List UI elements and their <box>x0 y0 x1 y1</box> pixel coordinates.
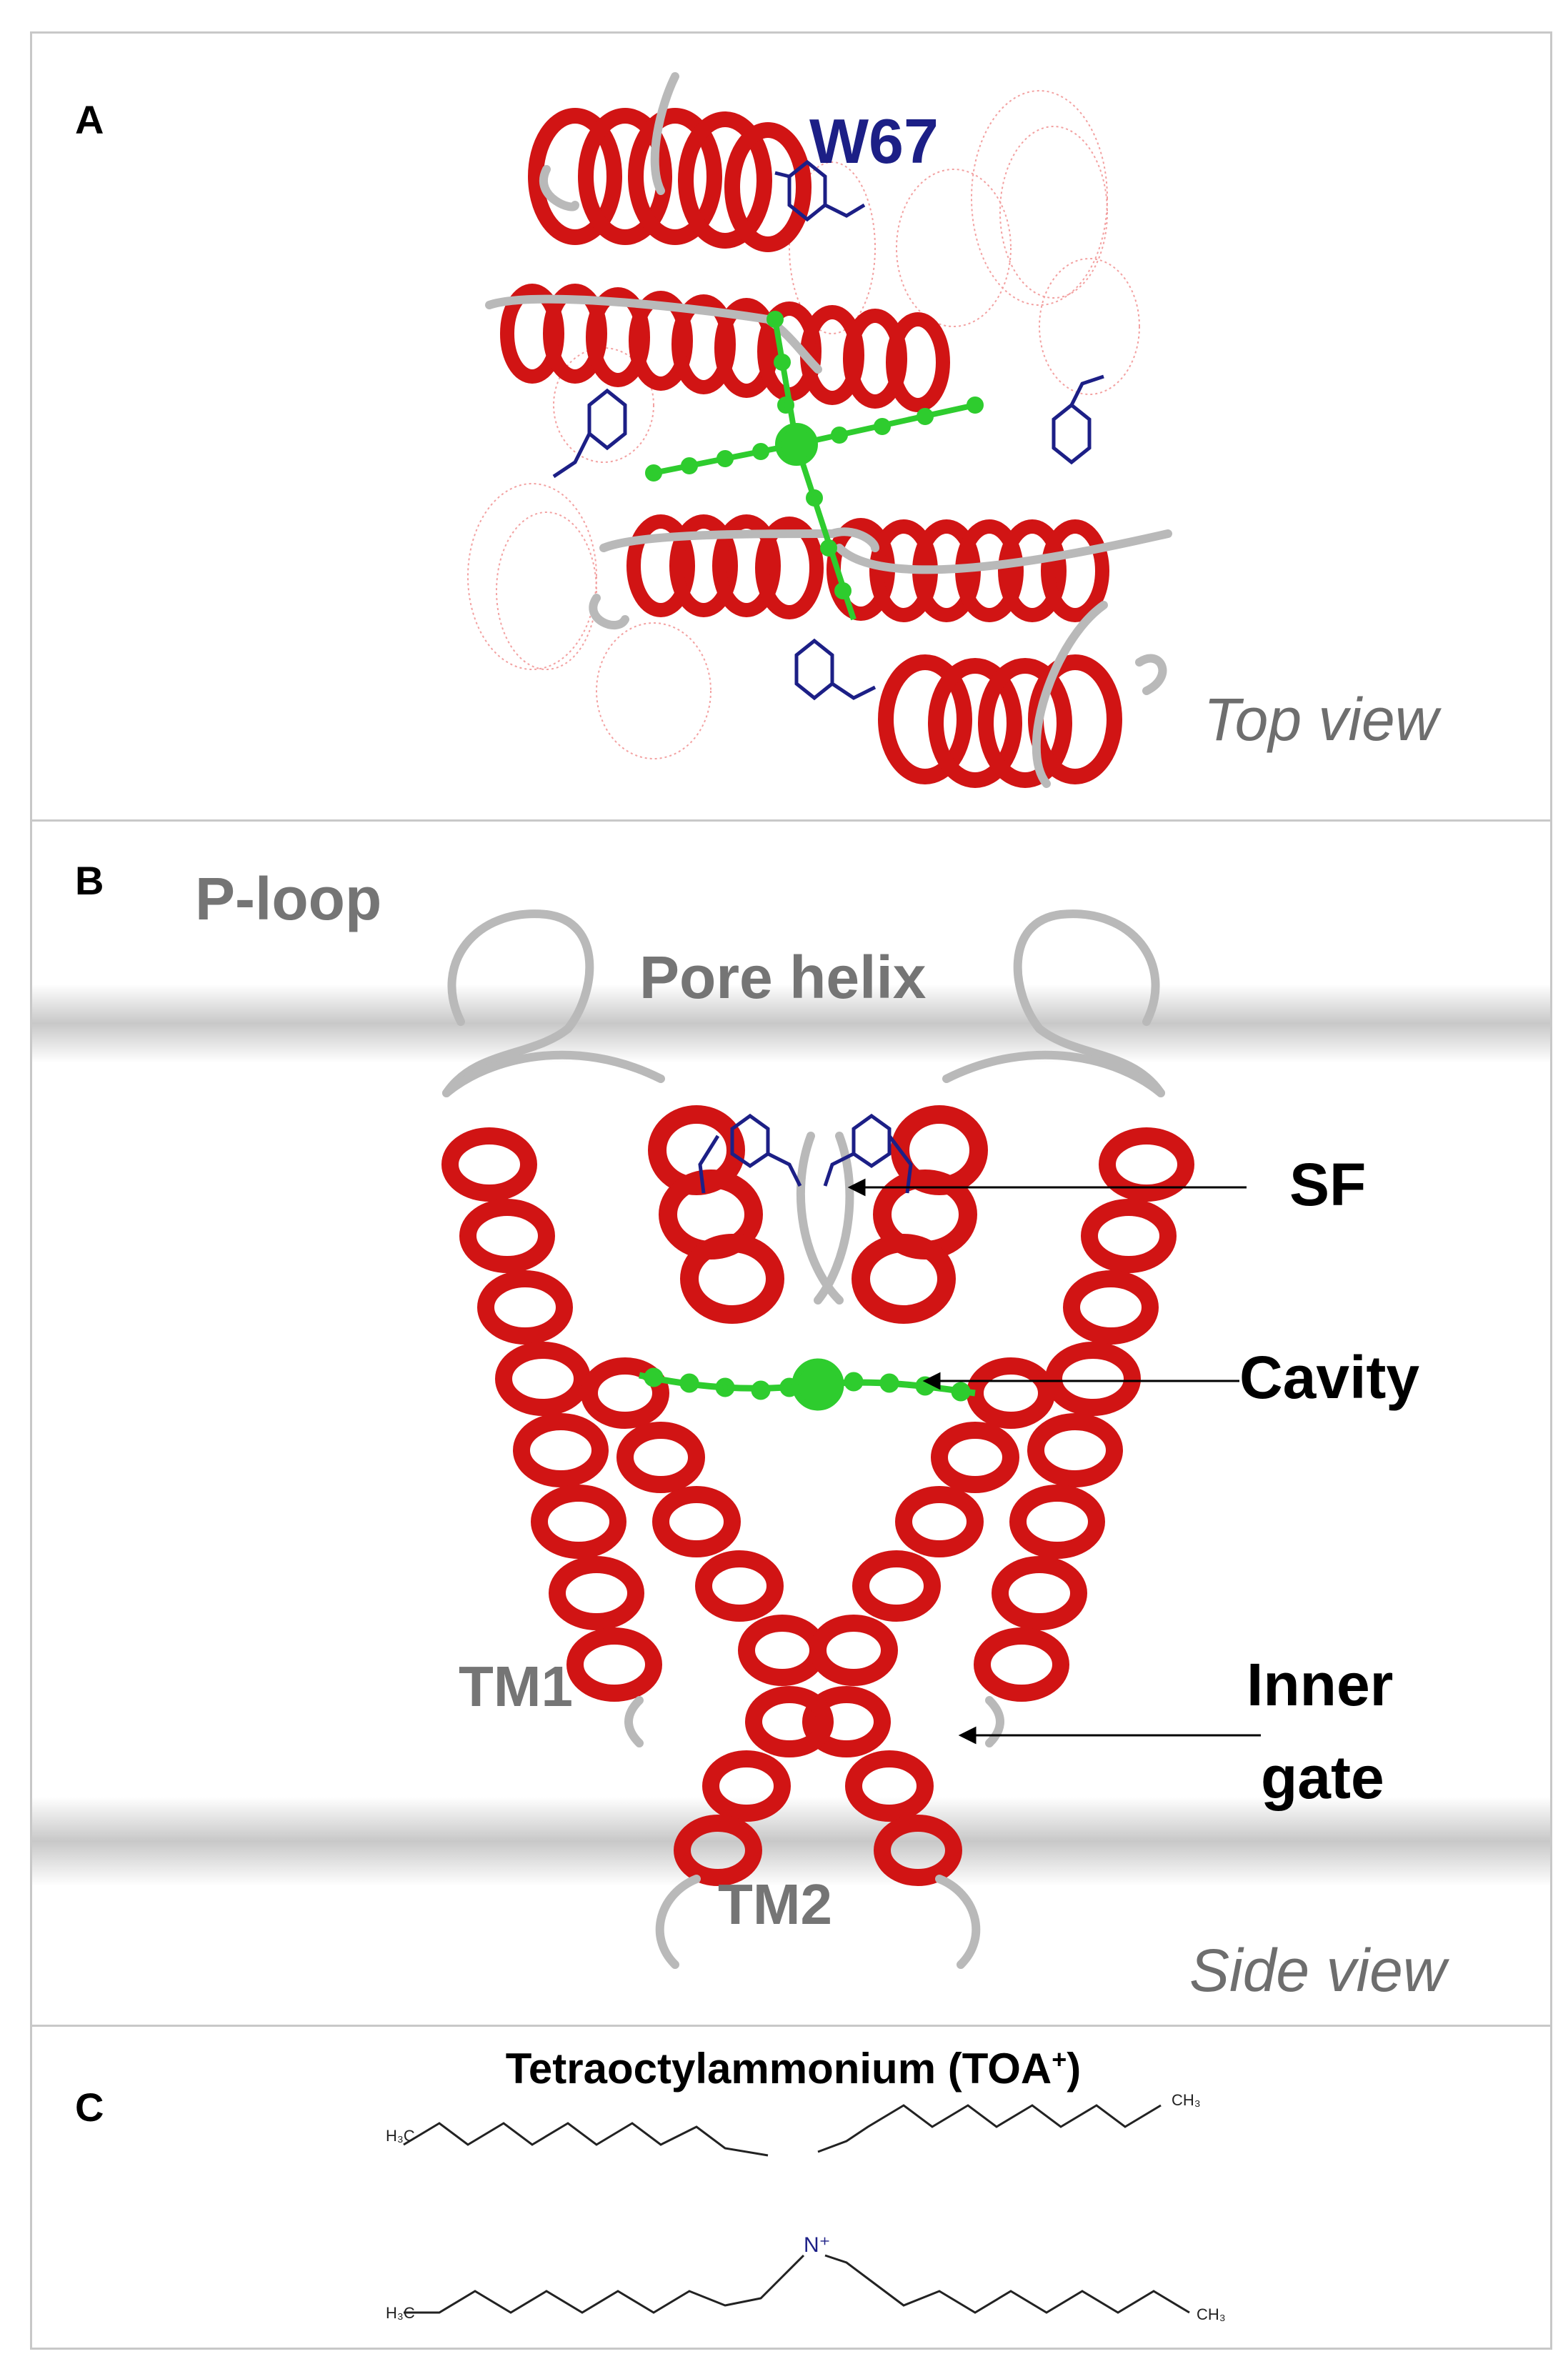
toa-title-main: Tetraoctylammonium (TOA <box>505 2045 1052 2093</box>
panel-a-letter: A <box>75 97 104 142</box>
pore-helices <box>648 1105 988 1324</box>
tm2-helices <box>581 1357 1055 1886</box>
faint-background-helices <box>467 90 1140 759</box>
panel-b-side-view: B <box>30 819 1552 2027</box>
gray-loops <box>485 72 1172 788</box>
inner-gate-label-line1: Inner <box>1247 1651 1394 1718</box>
pore-helix-label: Pore helix <box>639 944 927 1011</box>
nitrogen-atom: N⁺ <box>804 2233 831 2257</box>
toa-title-superscript: + <box>1052 2045 1067 2074</box>
tm2-label: TM2 <box>718 1872 832 1936</box>
toa-ligand-top <box>645 311 984 621</box>
sf-label: SF <box>1289 1151 1367 1218</box>
w67-label: W67 <box>809 106 939 176</box>
toa-ligand-cavity <box>639 1358 976 1411</box>
w67-side-chains <box>552 159 1104 701</box>
helix-horizontal-lower <box>626 514 1109 622</box>
annotation-arrows <box>847 1178 1261 1745</box>
panel-b-letter: B <box>75 858 104 903</box>
p-loops <box>442 909 1165 1305</box>
panel-c-letter: C <box>75 2085 104 2130</box>
side-view-label: Side view <box>1189 1937 1447 2004</box>
p-loop-label: P-loop <box>195 865 382 932</box>
alkyl-chains <box>403 2104 1190 2314</box>
terminal-hooks <box>624 1696 1004 1969</box>
toa-title-end: ) <box>1067 2045 1082 2093</box>
helix-coils-upper <box>528 108 812 252</box>
sf-tryptophans <box>698 1113 913 1194</box>
h3c-top-left: H₃C <box>386 2127 415 2145</box>
h3c-bottom-left: H₃C <box>386 2304 415 2322</box>
top-view-label: Top view <box>1204 686 1439 753</box>
membrane-top <box>32 984 1550 1063</box>
ch3-top-right: CH₃ <box>1172 2091 1201 2109</box>
tm1-label: TM1 <box>459 1655 573 1718</box>
toa-title: Tetraoctylammonium (TOA+) <box>32 2044 1550 2093</box>
tm1-helices <box>441 1127 1194 1702</box>
helix-coils-lower <box>878 654 1122 788</box>
helix-horizontal-upper <box>500 284 950 412</box>
toa-skeletal-formula <box>403 2104 1190 2314</box>
top-view-structure <box>467 72 1172 788</box>
ch3-bottom-right: CH₃ <box>1197 2305 1226 2323</box>
side-view-structure <box>32 909 1550 1969</box>
cavity-label: Cavity <box>1239 1344 1420 1411</box>
membrane-bottom <box>32 1797 1550 1886</box>
inner-gate-label-line2: gate <box>1261 1744 1384 1811</box>
panel-c-chemical-structure: C Tetraoctylammonium (TOA+) H₃C CH₃ H₃C … <box>30 2025 1552 2350</box>
panel-a-top-view: A <box>30 31 1552 822</box>
